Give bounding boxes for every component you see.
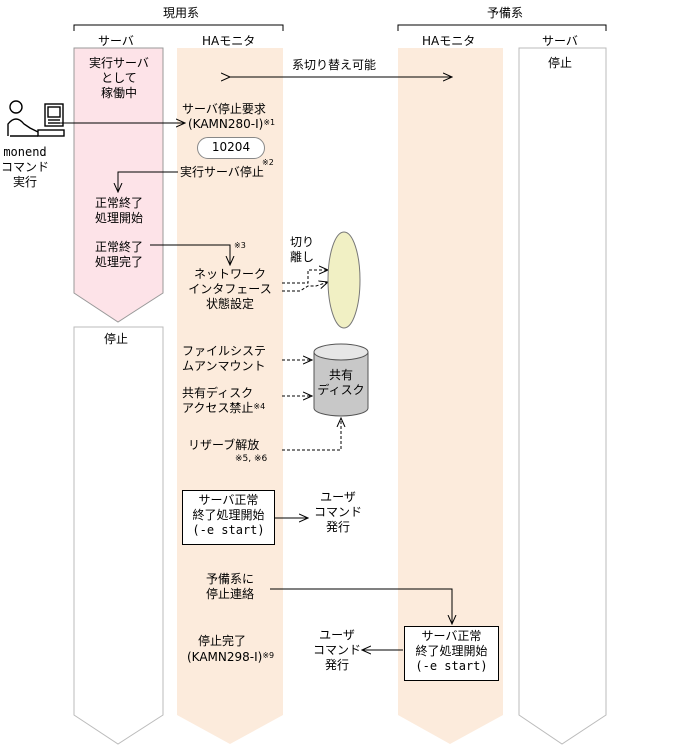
stop-done-code: (KAMN298-I)※9 [187,650,275,664]
note-2: ※2 [262,158,274,167]
column-ha-standby: HAモニタ [422,34,476,48]
notify-label: 予備系に 停止連絡 [205,572,254,601]
reserve-release-label: リザーブ解放 [188,438,260,452]
network-ellipse [327,231,361,329]
server-active-stopped: 停止 [104,332,129,346]
group-active-label: 現用系 [163,6,200,20]
user-cmd-box-active: サーバ正常 終了処理開始 (-e start) [182,490,275,545]
lane-ha-active [177,48,283,744]
lane-server-active-stopped [73,326,164,745]
disk-ban-label: 共有ディスク アクセス禁止※4 [182,386,266,415]
stop-request-label: サーバ停止要求 [182,102,266,116]
lane-server-standby [518,47,607,745]
column-server-standby: サーバ [542,34,578,48]
reserve-release-notes: ※5, ※6 [235,454,268,464]
switchable-label: 系切り替え可能 [292,58,377,72]
server-standby-stopped: 停止 [548,56,573,70]
arrow-nw-detach [282,270,328,284]
stop-done-label: 停止完了 [198,634,247,648]
user-cmd-issue-1: ユーザ コマンド 発行 [313,490,362,534]
group-standby-label: 予備系 [487,6,524,20]
arrow-stop-exec [118,171,178,192]
server-shutdown-done: 正常終了 処理完了 [94,240,143,269]
arrow-nw-detach-2 [282,282,328,292]
arrow-reserve-release [282,418,341,451]
user-command-label: monend コマンド 実行 [0,145,49,189]
shared-disk-label: 共有 ディスク [317,368,365,397]
column-server-active: サーバ [98,34,134,48]
arrow-notify-standby [270,588,452,624]
server-shutdown-start: 正常終了 処理開始 [94,196,143,225]
user-cmd-box-standby: サーバ正常 終了処理開始 (-e start) [404,626,499,681]
group-bracket-standby [397,24,607,31]
code-value-pill: 10204 [197,137,265,159]
user-cmd-issue-2: ユーザ コマンド 発行 [312,628,361,672]
server-running-text: 実行サーバ として 稼働中 [89,56,149,100]
note-3: ※3 [234,241,246,250]
group-bracket-active [73,24,284,31]
stop-exec-server-label: 実行サーバ停止 [180,165,264,179]
fs-unmount-label: ファイルシステ ムアンマウント [182,344,267,373]
stop-request-code: (KAMN280-I)※1 [188,117,276,131]
detach-label: 切り 離し [289,235,314,264]
arrow-shutdown-done [150,244,230,265]
column-ha-active: HAモニタ [202,34,256,48]
shared-disk-icon [313,343,369,417]
lane-ha-standby [398,48,503,744]
user-terminal-icon [7,100,65,137]
code-value: 10204 [211,140,251,154]
nw-setting-label: ネットワーク インタフェース 状態設定 [188,267,272,311]
